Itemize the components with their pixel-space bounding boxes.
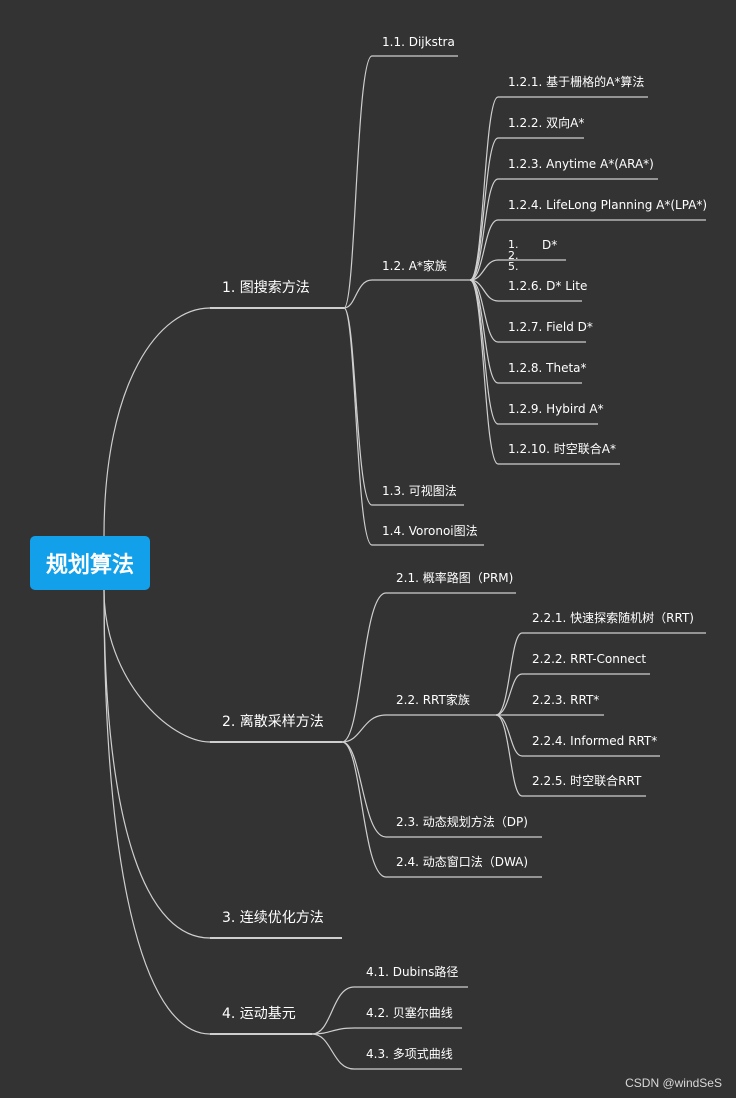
node-astar-family[interactable]: 1.2. A*家族 [382, 259, 447, 273]
leaf-spatiotemporal-rrt[interactable]: 2.2.5. 时空联合RRT [532, 774, 642, 788]
leaf-theta-star[interactable]: 1.2.8. Theta* [508, 361, 587, 375]
node-voronoi[interactable]: 1.4. Voronoi图法 [382, 524, 478, 538]
leaf-anytime-astar[interactable]: 1.2.3. Anytime A*(ARA*) [508, 157, 654, 171]
node-dubins-path[interactable]: 4.1. Dubins路径 [366, 965, 459, 979]
leaf-rrt-connect[interactable]: 2.2.2. RRT-Connect [532, 652, 647, 666]
branch-graph-search[interactable]: 1. 图搜索方法 [222, 280, 310, 296]
watermark: CSDN @windSeS [625, 1076, 722, 1090]
node-rrt-family[interactable]: 2.2. RRT家族 [396, 693, 470, 707]
leaf-rrt-star[interactable]: 2.2.3. RRT* [532, 693, 600, 707]
node-dijkstra[interactable]: 1.1. Dijkstra [382, 35, 455, 49]
leaf-hybrid-astar[interactable]: 1.2.9. Hybird A* [508, 402, 604, 416]
node-dwa[interactable]: 2.4. 动态窗口法（DWA) [396, 855, 529, 869]
leaf-bidirectional-astar[interactable]: 1.2.2. 双向A* [508, 116, 585, 130]
leaf-informed-rrt-star[interactable]: 2.2.4. Informed RRT* [532, 734, 658, 748]
root-node[interactable]: 规划算法 [30, 536, 150, 590]
branch-motion-primitives[interactable]: 4. 运动基元 [222, 1006, 296, 1022]
node-visibility-graph[interactable]: 1.3. 可视图法 [382, 484, 457, 498]
leaf-grid-astar[interactable]: 1.2.1. 基于栅格的A*算法 [508, 75, 645, 89]
node-dynamic-programming[interactable]: 2.3. 动态规划方法（DP) [396, 815, 528, 829]
leaf-rrt[interactable]: 2.2.1. 快速探索随机树（RRT) [532, 611, 694, 625]
leaf-d-star-label[interactable]: D* [542, 238, 558, 252]
node-prm[interactable]: 2.1. 概率路图（PRM) [396, 571, 514, 585]
node-bezier-curve[interactable]: 4.2. 贝塞尔曲线 [366, 1006, 453, 1020]
node-polynomial-curve[interactable]: 4.3. 多项式曲线 [366, 1047, 453, 1061]
leaf-lpa-star[interactable]: 1.2.4. LifeLong Planning A*(LPA*) [508, 198, 708, 212]
leaf-field-d-star[interactable]: 1.2.7. Field D* [508, 320, 593, 334]
branch-discrete-sampling[interactable]: 2. 离散采样方法 [222, 714, 324, 730]
branch-continuous-optimization[interactable]: 3. 连续优化方法 [222, 910, 324, 926]
leaf-spatiotemporal-astar[interactable]: 1.2.10. 时空联合A* [508, 442, 617, 456]
leaf-d-star-number[interactable]: 1. 2. 5. [508, 238, 519, 273]
leaf-d-star-lite[interactable]: 1.2.6. D* Lite [508, 279, 588, 293]
